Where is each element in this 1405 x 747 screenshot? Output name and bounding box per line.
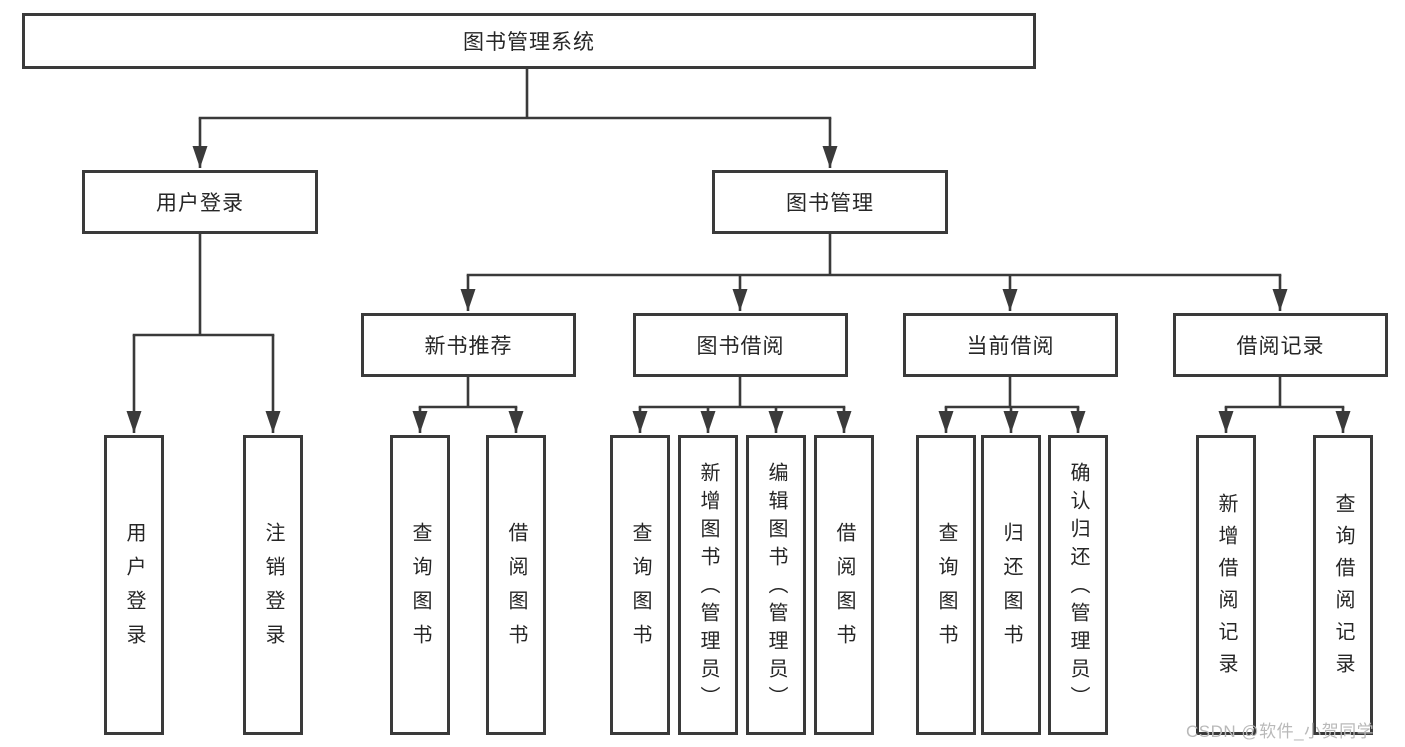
leaf-user-login: 用户登录 — [104, 435, 164, 735]
node-user-login: 用户登录 — [82, 170, 318, 234]
leaf-return-book-label: 归还图书 — [1000, 522, 1022, 658]
csdn-watermark: CSDN @软件_小贺同学 — [1186, 722, 1375, 741]
node-borrow-records: 借阅记录 — [1173, 313, 1388, 377]
node-book-management: 图书管理 — [712, 170, 948, 234]
leaf-borrow-books-recommend: 借阅图书 — [486, 435, 546, 735]
leaf-add-borrow-record-label: 新增借阅记录 — [1215, 493, 1237, 685]
leaf-query-borrow-record: 查询借阅记录 — [1313, 435, 1373, 735]
leaf-query-books-borrow-label: 查询图书 — [629, 522, 651, 658]
leaf-logout-label: 注销登录 — [262, 522, 284, 658]
leaf-query-books-recommend: 查询图书 — [390, 435, 450, 735]
leaf-add-borrow-record: 新增借阅记录 — [1196, 435, 1256, 735]
leaf-edit-book-admin: 编辑图书（管理员） — [746, 435, 806, 735]
leaf-confirm-return-admin: 确认归还（管理员） — [1048, 435, 1108, 735]
leaf-edit-book-admin-label: 编辑图书（管理员） — [765, 462, 787, 714]
node-root: 图书管理系统 — [22, 13, 1036, 69]
leaf-add-book-admin: 新增图书（管理员） — [678, 435, 738, 735]
leaf-borrow-books-label: 借阅图书 — [833, 522, 855, 658]
leaf-return-book: 归还图书 — [981, 435, 1041, 735]
leaf-query-books-borrow: 查询图书 — [610, 435, 670, 735]
leaf-query-borrow-record-label: 查询借阅记录 — [1332, 493, 1354, 685]
node-new-book-recommend: 新书推荐 — [361, 313, 576, 377]
leaf-confirm-return-admin-label: 确认归还（管理员） — [1067, 462, 1089, 714]
leaf-add-book-admin-label: 新增图书（管理员） — [697, 462, 719, 714]
leaf-user-login-label: 用户登录 — [123, 522, 145, 658]
leaf-borrow-books-recommend-label: 借阅图书 — [505, 522, 527, 658]
leaf-logout: 注销登录 — [243, 435, 303, 735]
leaf-query-books-current-label: 查询图书 — [935, 522, 957, 658]
leaf-query-books-current: 查询图书 — [916, 435, 976, 735]
leaf-borrow-books: 借阅图书 — [814, 435, 874, 735]
leaf-query-books-recommend-label: 查询图书 — [409, 522, 431, 658]
node-current-borrow: 当前借阅 — [903, 313, 1118, 377]
node-book-borrow: 图书借阅 — [633, 313, 848, 377]
